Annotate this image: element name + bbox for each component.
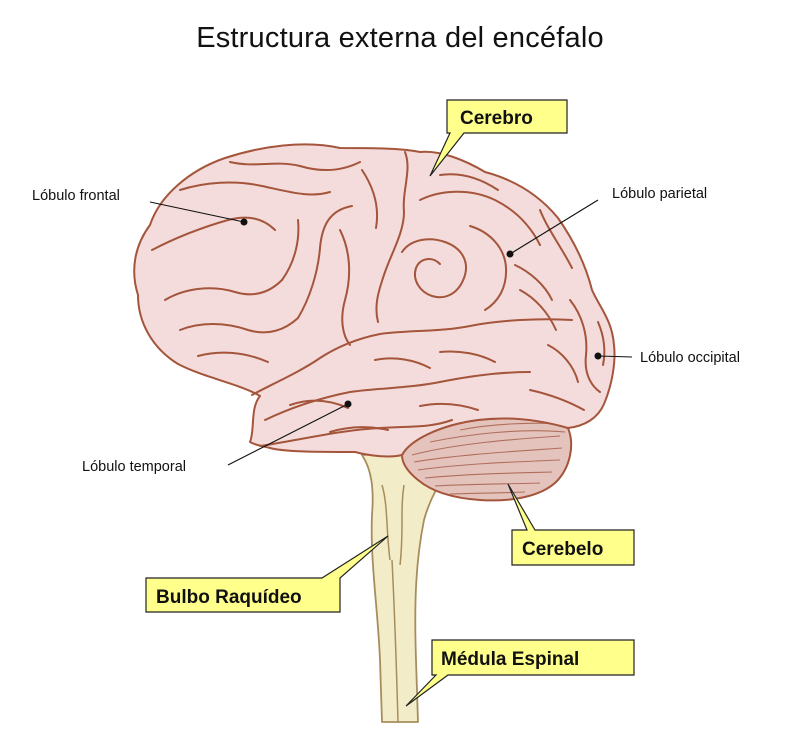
frontal-dot (241, 219, 248, 226)
parietal-dot (507, 251, 514, 258)
label-occipital-lobe: Lóbulo occipital (640, 350, 740, 366)
callout-cerebelo-text: Cerebelo (522, 539, 603, 560)
label-frontal-lobe: Lóbulo frontal (32, 188, 120, 204)
cerebrum (134, 144, 614, 456)
callout-medula-text: Médula Espinal (441, 649, 579, 670)
occipital-dot (595, 353, 602, 360)
callout-cerebro-text: Cerebro (460, 108, 533, 129)
label-parietal-lobe: Lóbulo parietal (612, 186, 707, 202)
label-temporal-lobe: Lóbulo temporal (82, 459, 186, 475)
temporal-dot (345, 401, 352, 408)
callout-bulbo: Bulbo Raquídeo (146, 536, 388, 612)
callout-medula: Médula Espinal (406, 640, 634, 706)
callout-bulbo-text: Bulbo Raquídeo (156, 587, 302, 608)
